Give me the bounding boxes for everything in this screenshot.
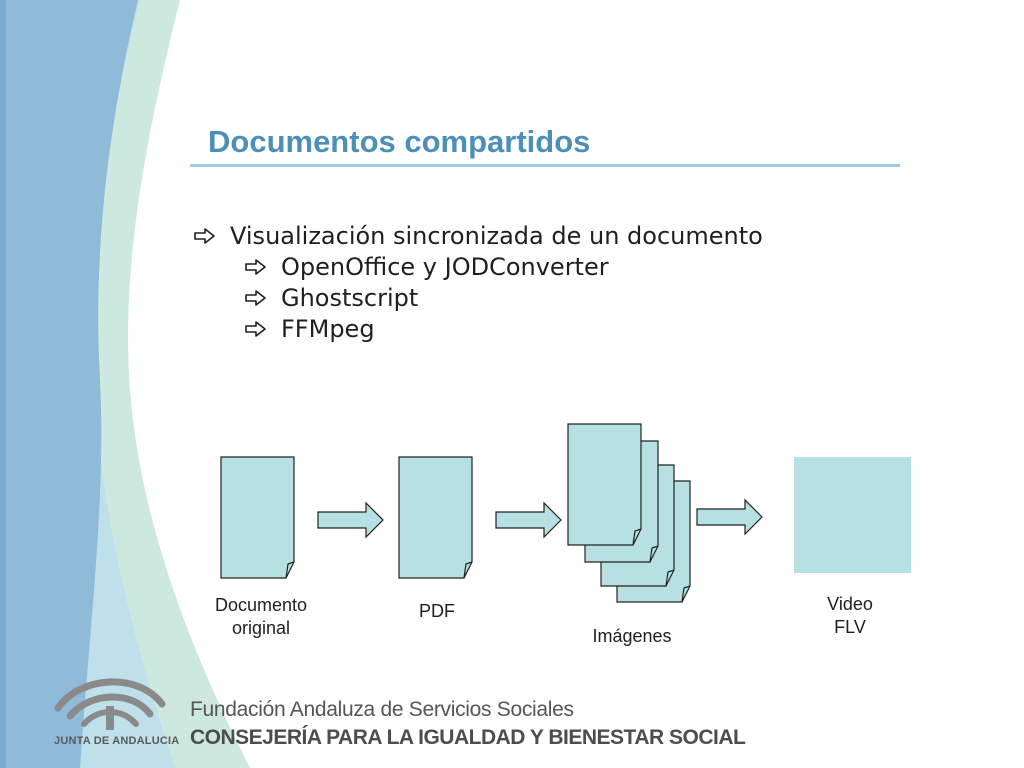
- stage-label: Documento original: [200, 594, 322, 640]
- bullet-text: OpenOffice y JODConverter: [281, 253, 609, 281]
- hollow-arrow-bullet-icon: [245, 259, 266, 275]
- bullet-item: OpenOffice y JODConverter: [245, 253, 609, 281]
- stage-label-line: Video: [827, 594, 873, 614]
- stacked-documents-icon: [567, 423, 691, 603]
- stage-label: Video FLV: [800, 593, 900, 639]
- document-icon: [398, 456, 473, 579]
- stage-label-line: original: [231, 618, 291, 638]
- bullet-item: Visualización sincronizada de un documen…: [194, 222, 763, 250]
- ministry-name: CONSEJERÍA PARA LA IGUALDAD Y BIENESTAR …: [190, 726, 746, 749]
- bullet-item: Ghostscript: [245, 284, 418, 312]
- right-arrow-icon: [495, 501, 562, 539]
- stage-label-line: PDF: [419, 601, 455, 621]
- bullet-text: Ghostscript: [281, 284, 419, 312]
- stage-label-line: FLV: [834, 617, 866, 637]
- bullet-text: Visualización sincronizada de un documen…: [230, 222, 763, 250]
- hollow-arrow-bullet-icon: [245, 321, 266, 337]
- right-arrow-icon: [696, 498, 763, 536]
- junta-de-andalucia-logo: [54, 678, 166, 730]
- organization-name: Fundación Andaluza de Servicios Sociales: [190, 698, 574, 721]
- hollow-arrow-bullet-icon: [194, 228, 215, 244]
- stage-label: PDF: [396, 600, 478, 623]
- right-arrow-icon: [317, 501, 384, 539]
- stage-label: Imágenes: [572, 625, 692, 648]
- bullet-text: FFMpeg: [281, 315, 375, 343]
- slide-title: Documentos compartidos: [208, 124, 591, 159]
- stage-label-line: Imágenes: [592, 626, 672, 646]
- video-frame-icon: [794, 457, 911, 573]
- title-underline: [190, 164, 900, 167]
- bullet-item: FFMpeg: [245, 315, 375, 343]
- document-icon: [220, 456, 295, 579]
- logo-text: JUNTA DE ANDALUCIA: [54, 735, 180, 747]
- stage-label-line: Documento: [214, 595, 308, 615]
- hollow-arrow-bullet-icon: [245, 290, 266, 306]
